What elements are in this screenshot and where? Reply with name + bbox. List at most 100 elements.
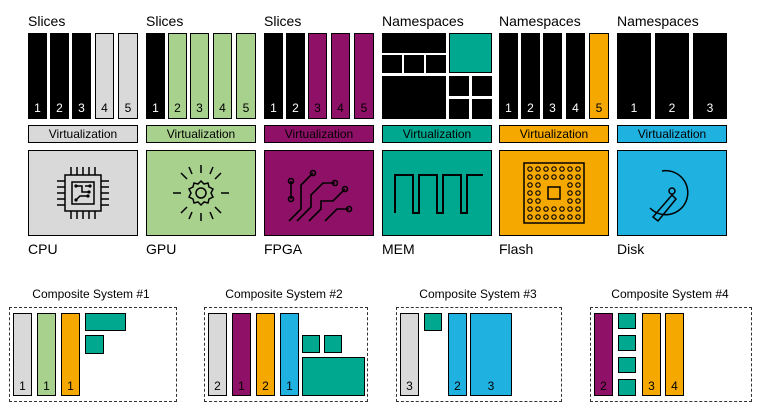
cpu-chip-icon bbox=[57, 167, 109, 219]
device-label-gpu: GPU bbox=[146, 241, 177, 257]
slice-number: 4 bbox=[671, 379, 678, 393]
device-label-mem: MEM bbox=[382, 241, 415, 257]
gear-burst-icon bbox=[173, 165, 229, 221]
chip-pad bbox=[527, 174, 533, 180]
flash-namespaces: 1 2 3 4 5 bbox=[499, 33, 609, 119]
cpu-slice-4: 4 bbox=[95, 33, 114, 119]
mem-namespace-block bbox=[449, 76, 469, 96]
mem-namespace-block bbox=[382, 55, 402, 73]
mem-namespace-block bbox=[382, 76, 446, 119]
chip-pad bbox=[543, 206, 549, 212]
mem-namespace-block bbox=[382, 33, 446, 53]
column-header-mem: Namespaces bbox=[382, 13, 464, 29]
composite-system-3: 3 2 3 bbox=[396, 307, 562, 402]
virtualization-bar-cpu: Virtualization bbox=[28, 125, 138, 143]
chip-pad bbox=[527, 198, 533, 204]
chip-pad bbox=[535, 182, 541, 188]
chip-pad bbox=[575, 182, 581, 188]
chip-pad bbox=[567, 198, 573, 204]
composite-mem-block bbox=[302, 335, 320, 353]
chip-pad bbox=[527, 214, 533, 220]
namespace-number: 1 bbox=[630, 101, 638, 115]
column-header-fpga: Slices bbox=[264, 13, 302, 29]
fpga-slice-3: 3 bbox=[308, 33, 327, 119]
composite-slice-flash: 1 bbox=[61, 313, 80, 396]
fpga-slice-5: 5 bbox=[354, 33, 374, 119]
virtualization-bar-gpu: Virtualization bbox=[146, 125, 256, 143]
cpu-slice-3: 3 bbox=[72, 33, 91, 119]
virtualization-bar-fpga: Virtualization bbox=[264, 125, 374, 143]
namespace-number: 2 bbox=[527, 101, 534, 115]
composite-slice-cpu: 3 bbox=[400, 313, 419, 396]
mem-namespaces bbox=[382, 33, 492, 119]
disk-namespaces: 1 2 3 bbox=[617, 33, 727, 119]
chip-pad bbox=[567, 174, 573, 180]
composite-slice-gpu: 1 bbox=[37, 313, 56, 396]
composite-mem-block bbox=[85, 313, 126, 331]
slice-number: 2 bbox=[56, 101, 63, 115]
circuit-traces-icon bbox=[287, 169, 353, 222]
chip-pad bbox=[527, 190, 533, 196]
composite-title-2: Composite System #2 bbox=[225, 287, 343, 301]
slice-number: 2 bbox=[292, 101, 299, 115]
composite-slice-flash: 2 bbox=[256, 313, 275, 396]
chip-pad bbox=[567, 190, 573, 196]
disk-device bbox=[617, 150, 727, 236]
gpu-slice-4: 4 bbox=[213, 33, 232, 119]
flash-namespace-5: 5 bbox=[589, 33, 609, 119]
chip-pad bbox=[575, 166, 581, 172]
composite-slice-disk: 2 bbox=[448, 313, 467, 396]
virtualization-bar-disk: Virtualization bbox=[617, 125, 727, 143]
fpga-slices: 1 2 3 4 5 bbox=[264, 33, 374, 119]
chip-pad bbox=[551, 214, 557, 220]
composite-slice-disk: 1 bbox=[280, 313, 299, 396]
chip-pad bbox=[543, 214, 549, 220]
fpga-slice-1: 1 bbox=[264, 33, 283, 119]
slice-number: 4 bbox=[337, 101, 344, 115]
composite-slice-flash: 4 bbox=[665, 313, 684, 396]
hard-disk-icon bbox=[649, 169, 689, 223]
slice-number: 3 bbox=[314, 101, 321, 115]
chip-pad bbox=[535, 198, 541, 204]
slice-number: 1 bbox=[286, 379, 293, 393]
virtualization-bar-mem: Virtualization bbox=[382, 125, 492, 143]
gpu-slice-2: 2 bbox=[168, 33, 187, 119]
composite-system-4: 2 3 4 bbox=[590, 307, 752, 402]
cpu-slice-1: 1 bbox=[28, 33, 47, 119]
composite-title-3: Composite System #3 bbox=[419, 287, 537, 301]
chip-pad bbox=[543, 174, 549, 180]
composite-mem-block bbox=[618, 313, 636, 329]
virtualization-bar-flash: Virtualization bbox=[499, 125, 609, 143]
chip-pad bbox=[559, 166, 565, 172]
chip-pad bbox=[535, 166, 541, 172]
fpga-device bbox=[264, 150, 374, 236]
chip-pad bbox=[575, 206, 581, 212]
slice-number: 3 bbox=[78, 101, 85, 115]
flash-namespace-2: 2 bbox=[521, 33, 540, 119]
chip-pad bbox=[567, 214, 573, 220]
chip-pad bbox=[575, 174, 581, 180]
disk-namespace-2: 2 bbox=[655, 33, 689, 119]
slice-number: 3 bbox=[406, 379, 413, 393]
cpu-slices: 1 2 3 4 5 bbox=[28, 33, 138, 119]
namespace-number: 4 bbox=[572, 101, 579, 115]
slice-number: 1 bbox=[152, 101, 159, 115]
composite-slice-fpga: 1 bbox=[232, 313, 251, 396]
composite-slice-cpu: 1 bbox=[13, 313, 32, 396]
flash-column: Namespaces 1 2 3 4 5 Virtualization Flas… bbox=[499, 0, 609, 260]
device-label-cpu: CPU bbox=[28, 241, 58, 257]
chip-pad bbox=[527, 182, 533, 188]
device-label-flash: Flash bbox=[499, 241, 534, 257]
composite-mem-block bbox=[302, 357, 365, 396]
chip-pad bbox=[551, 174, 557, 180]
slice-number: 2 bbox=[600, 379, 607, 393]
composite-slice-flash: 3 bbox=[642, 313, 661, 396]
slice-number: 5 bbox=[242, 101, 250, 115]
flash-namespace-4: 4 bbox=[566, 33, 585, 119]
slice-number: 2 bbox=[174, 101, 181, 115]
column-header-gpu: Slices bbox=[146, 13, 184, 29]
chip-pad bbox=[535, 190, 541, 196]
chip-pad bbox=[575, 214, 581, 220]
disk-namespace-3: 3 bbox=[693, 33, 727, 119]
slice-number: 3 bbox=[196, 101, 203, 115]
